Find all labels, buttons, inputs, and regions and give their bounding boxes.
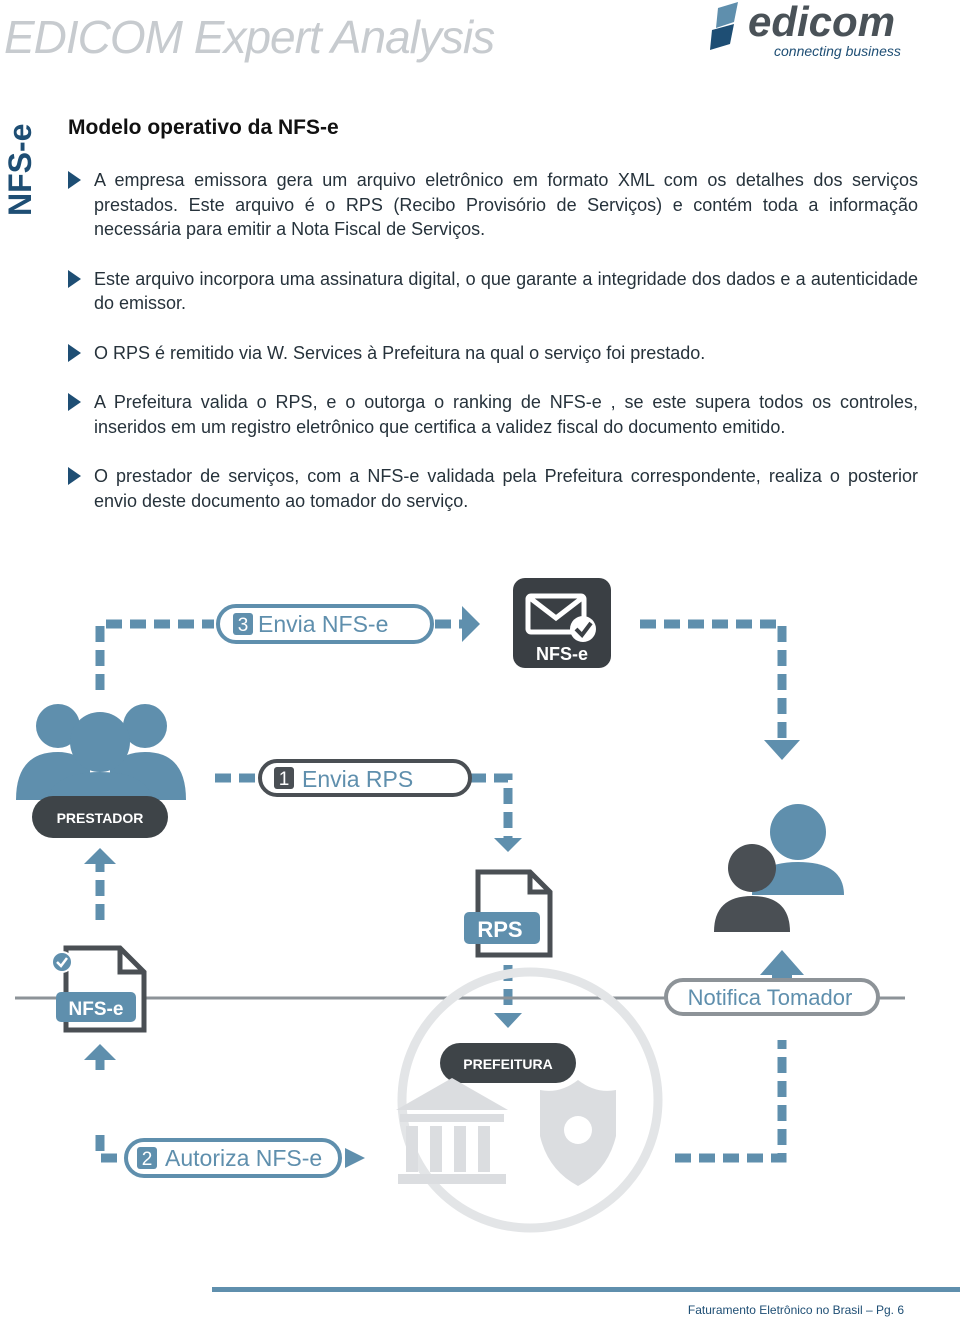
prefeitura-circle [397, 967, 663, 1233]
connector-nfse-down [95, 1135, 124, 1163]
step1-number-badge [274, 767, 294, 789]
step2-pill [124, 1138, 342, 1178]
bullet-item: A Prefeitura valida o RPS, e o outorga o… [68, 390, 918, 439]
nfse-mail-icon: NFS-e [513, 578, 611, 668]
bullet-item: Este arquivo incorpora uma assinatura di… [68, 267, 918, 316]
step2-number: 2 [142, 1149, 153, 1170]
step2-number-badge [137, 1147, 157, 1169]
step1-number: 1 [279, 769, 290, 790]
arrow-up-icon [84, 848, 116, 864]
logo-tagline: connecting business [774, 43, 901, 59]
arrow-up-icon [84, 1044, 116, 1060]
edicom-logo-mark-icon [710, 2, 738, 50]
bullet-text: A Prefeitura valida o RPS, e o outorga o… [94, 392, 918, 437]
footer-rule [212, 1287, 960, 1292]
step2-label: Autoriza NFS-e [165, 1145, 322, 1171]
step3-label: Envia NFS-e [258, 611, 388, 637]
footer-text: Faturamento Eletrônico no Brasil – Pg. 6 [687, 1303, 904, 1317]
notify-pill [664, 978, 880, 1016]
checkmark-badge-icon [51, 951, 73, 973]
header-title: EDICOM Expert Analysis [4, 11, 495, 63]
nfse-doc-label: NFS-e [69, 999, 124, 1020]
flow-connectors [95, 619, 787, 1163]
bullet-text: O prestador de serviços, com a NFS-e val… [94, 466, 918, 511]
edicom-logo: edicom connecting business [710, 0, 901, 59]
bullet-item: A empresa emissora gera um arquivo eletr… [68, 168, 918, 242]
nfse-mail-label: NFS-e [536, 644, 588, 664]
bullet-item: O prestador de serviços, com a NFS-e val… [68, 464, 918, 513]
prestador-badge [32, 796, 168, 838]
bullet-text: A empresa emissora gera um arquivo eletr… [94, 170, 918, 239]
step1-label: Envia RPS [302, 766, 413, 792]
triangle-bullet-icon [68, 171, 81, 189]
police-badge-icon [540, 1080, 616, 1186]
logo-name: edicom [748, 0, 895, 45]
step3-number: 3 [238, 615, 249, 636]
bullet-text: Este arquivo incorpora uma assinatura di… [94, 268, 918, 314]
prefeitura-label: PREFEITURA [463, 1056, 552, 1072]
rps-doc-label: RPS [477, 917, 522, 942]
bullet-list: A empresa emissora gera um arquivo eletr… [68, 168, 918, 513]
government-building-icon [396, 1078, 508, 1184]
step3-pill [216, 604, 434, 644]
bullet-item: O RPS é remitido via W. Services à Prefe… [68, 341, 918, 366]
triangle-bullet-icon [68, 393, 81, 411]
arrow-right-icon [462, 606, 480, 642]
notify-label: Notifica Tomador [688, 985, 853, 1010]
section-title: Modelo operativo da NFS-e [68, 116, 339, 139]
triangle-bullet-icon [68, 269, 81, 288]
connector-top-right [640, 619, 787, 742]
rps-document-icon: RPS [464, 869, 553, 958]
step3-number-badge [233, 613, 253, 635]
prefeitura-badge [440, 1043, 576, 1083]
arrow-down-icon [494, 1013, 522, 1028]
arrow-down-icon [764, 740, 800, 760]
arrow-down-icon [494, 838, 522, 852]
nfse-flow-diagram: 3 Envia NFS-e NFS-e PRESTADOR 1 Envia RP… [15, 578, 905, 1233]
arrow-up-icon [760, 950, 804, 975]
connector-right-bottom [675, 1040, 787, 1163]
tomador-people-icon [714, 804, 844, 932]
step1-pill [258, 759, 472, 797]
triangle-bullet-icon [68, 343, 81, 362]
triangle-bullet-icon [68, 467, 81, 485]
prestador-group-icon [16, 704, 186, 810]
connector-top-left [95, 619, 214, 690]
arrow-right-icon [345, 1148, 365, 1168]
bullet-text: O RPS é remitido via W. Services à Prefe… [94, 342, 706, 363]
connector-step1-down [470, 773, 513, 840]
prestador-label: PRESTADOR [57, 810, 144, 826]
side-label-text: NFS-e [2, 123, 38, 216]
nfse-document-icon: NFS-e [51, 945, 147, 1033]
side-label: NFS-e [2, 124, 42, 256]
